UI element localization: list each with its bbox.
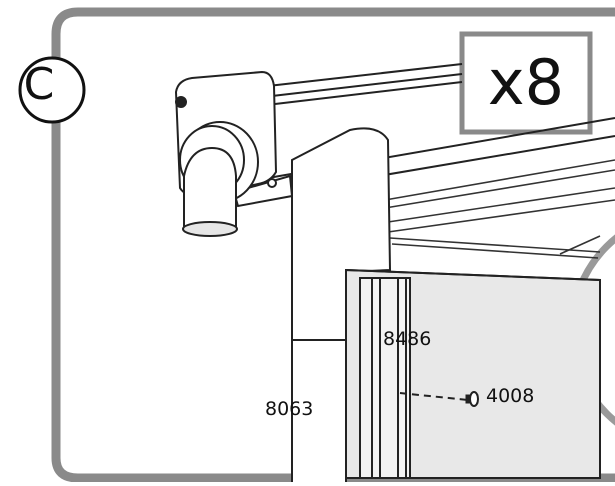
- quantity-box: [459, 31, 593, 135]
- roof-slats: [384, 159, 615, 259]
- step-frame: [51, 7, 615, 483]
- elbow-pipe: [179, 121, 259, 237]
- panel-part-number: 8486: [383, 328, 432, 350]
- quantity-label: x8: [487, 46, 565, 119]
- side-panel: [345, 268, 601, 479]
- screw-assembly: [399, 391, 479, 407]
- vertical-post: [291, 127, 392, 486]
- screw-part-number: 4008: [486, 385, 535, 407]
- frame-part-number: 8063: [265, 398, 314, 420]
- step-label: C: [23, 59, 55, 110]
- step-circle: [18, 56, 86, 124]
